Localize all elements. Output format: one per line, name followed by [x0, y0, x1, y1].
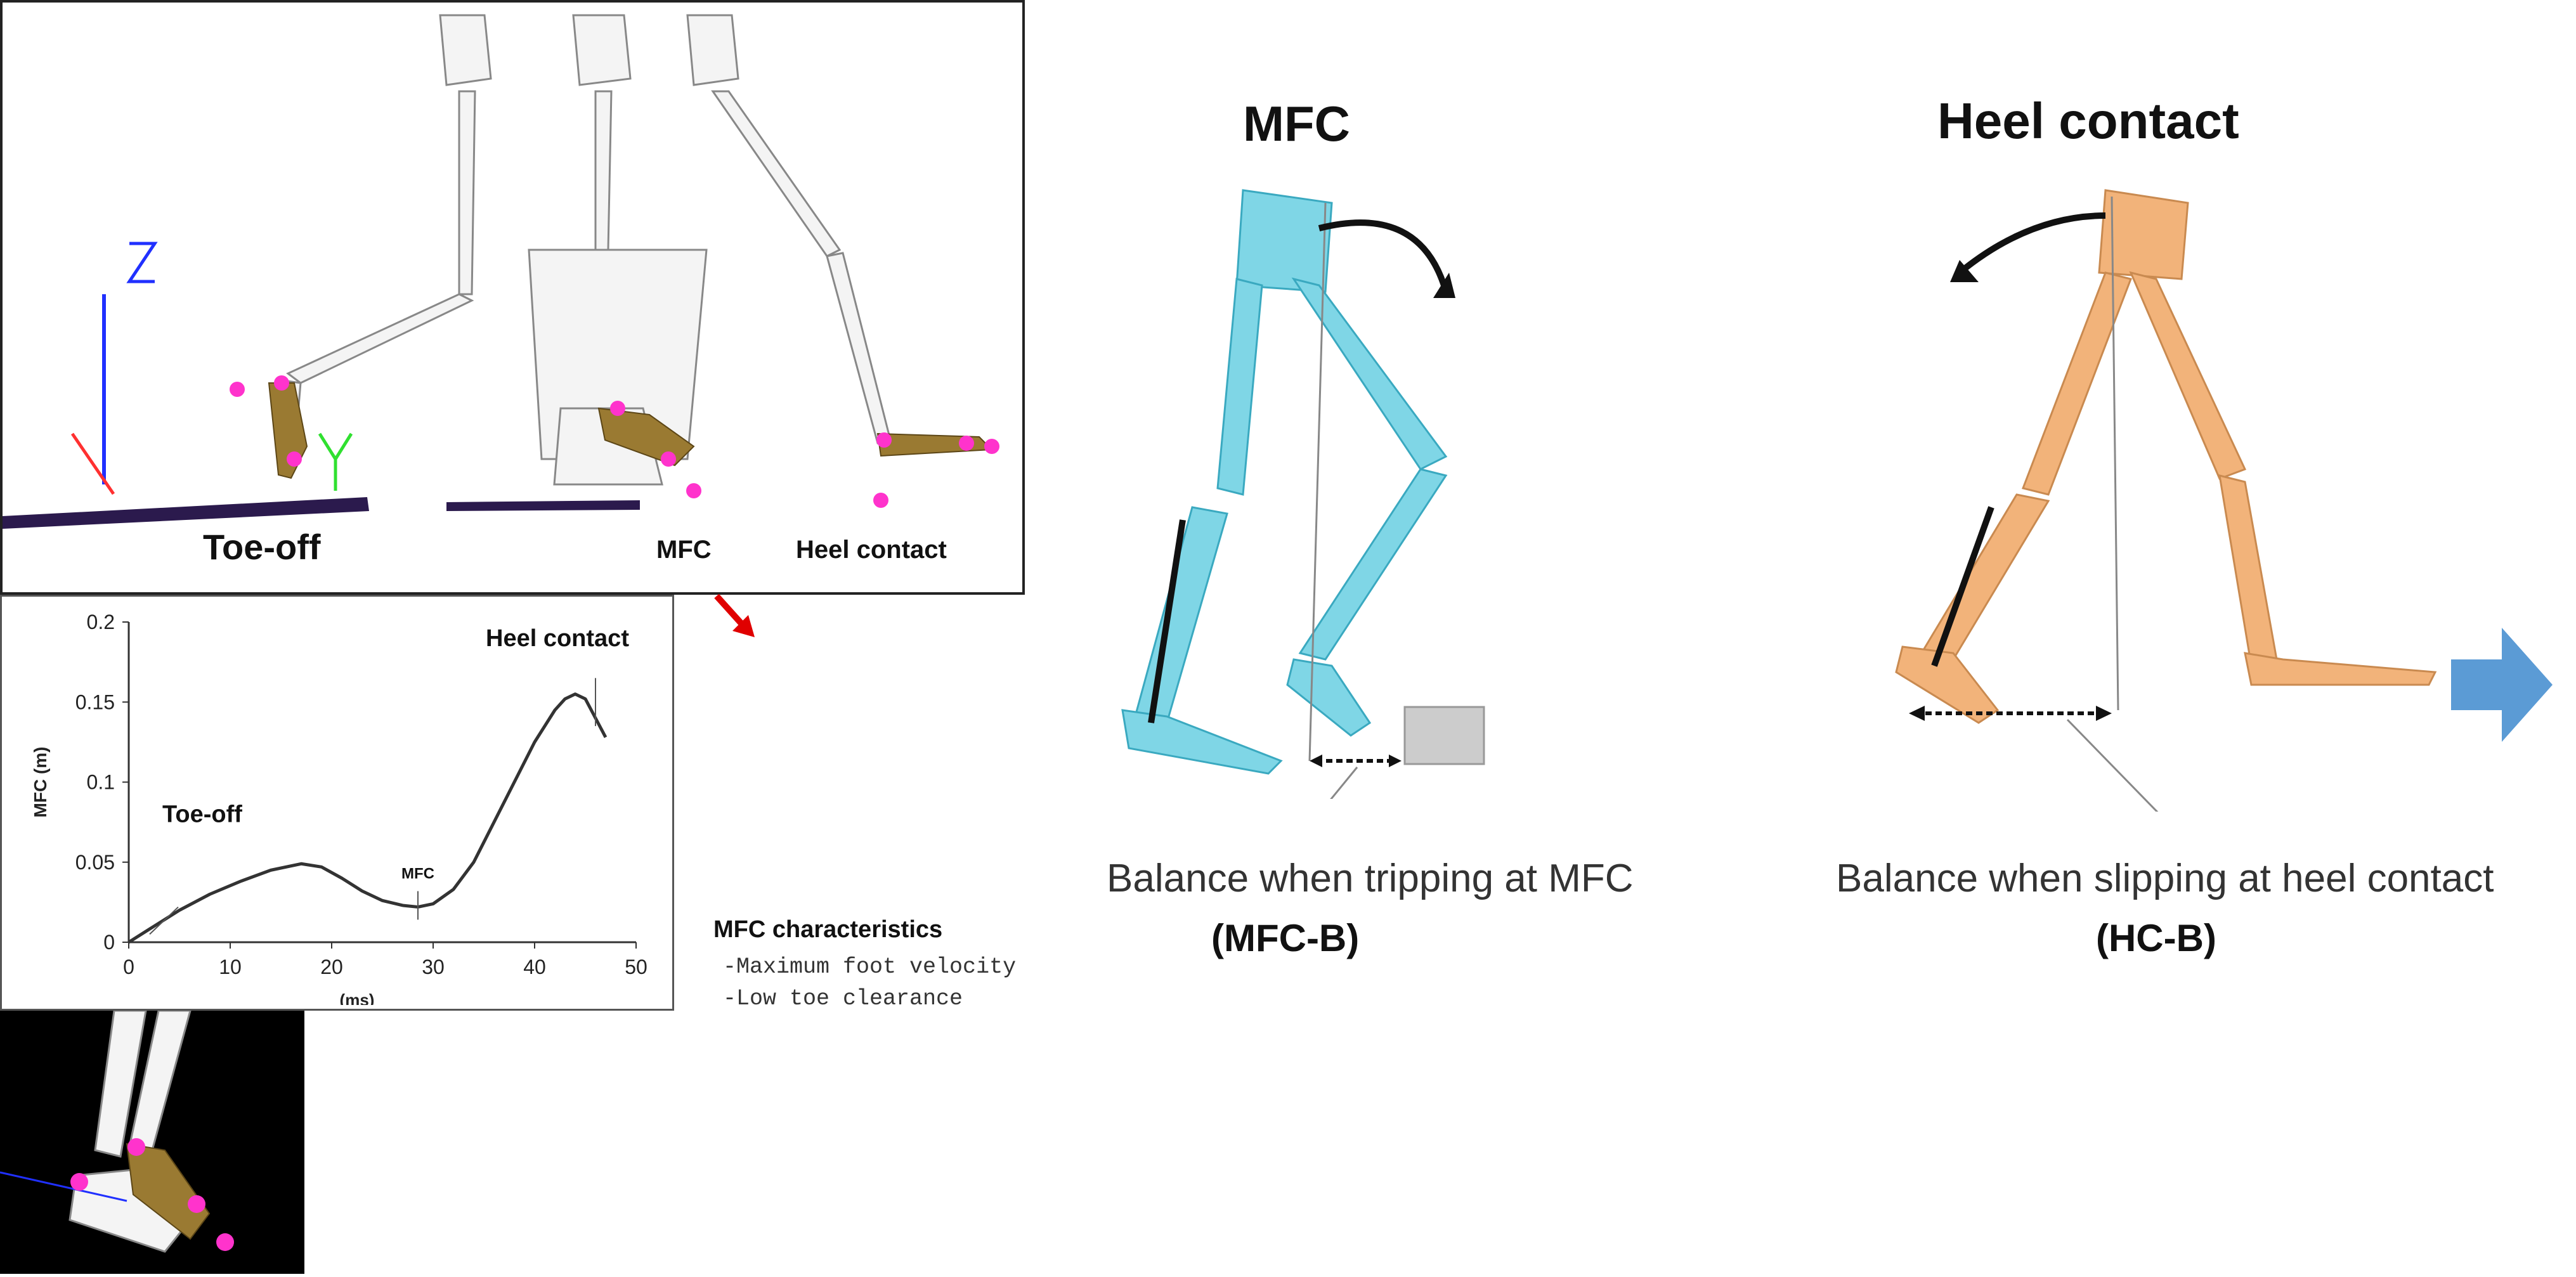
ground-plate-left	[3, 497, 369, 529]
y-tick-label: 0.15	[75, 690, 115, 713]
toe-off-leader	[149, 906, 179, 935]
hc-orange-skeleton	[1895, 189, 2553, 812]
y-axis-label: MFC (m)	[30, 747, 50, 818]
foot-bones-mfc	[597, 407, 695, 467]
mfc-foot-closeup	[0, 1009, 304, 1274]
y-tick-label: 0.1	[87, 771, 115, 794]
chart-axes	[127, 622, 636, 943]
mfc-cyan-skeleton	[1121, 189, 1485, 799]
mfc-characteristic-2: -Low toe clearance	[723, 986, 963, 1011]
coordinate-axes-gizmo	[70, 242, 353, 495]
toe-off-label: Toe-off	[203, 527, 321, 567]
y-tick-label: 0.2	[87, 611, 115, 633]
x-tick-label: 40	[523, 956, 546, 978]
skeleton-heel-contact	[686, 14, 892, 444]
mfc-trajectory-chart: 0 10 20 30 40 50 0 0.05 0.1 0.15 0.2 (ms) MFC (m) To…	[30, 611, 647, 1009]
mfc-balance-code: (MFC-B)	[1211, 917, 1360, 959]
marker-dots	[230, 375, 999, 508]
foot-bones-heel-contact	[876, 432, 994, 457]
hc-balance-caption: Balance when slipping at heel contact	[1836, 857, 2494, 900]
foot-closeup-illustration	[0, 1009, 234, 1253]
y-tick-label: 0.05	[75, 851, 115, 874]
direction-arrow-right	[2451, 628, 2553, 742]
mfc-chart-panel: 0 10 20 30 40 50 0 0.05 0.1 0.15 0.2 (ms) MFC (m) To…	[0, 595, 674, 1011]
mfc-balance-heading: MFC	[1243, 96, 1350, 152]
hc-balance-code: (HC-B)	[2096, 917, 2216, 959]
foot-bones-toe-off	[268, 382, 308, 479]
heel-contact-label: Heel contact	[796, 536, 947, 564]
x-tick-label: 0	[123, 956, 134, 978]
chart-ticks: 0 10 20 30 40 50 0 0.05 0.1 0.15 0.2 (ms) MFC (m)	[30, 611, 647, 1009]
mfc-label: MFC	[656, 536, 712, 564]
heel-contact-annotation: Heel contact	[486, 625, 629, 652]
mfc-characteristic-1: -Maximum foot velocity	[723, 954, 1017, 980]
mfc-annotation: MFC	[401, 865, 434, 882]
mfc-balance-caption: Balance when tripping at MFC	[1107, 857, 1634, 900]
gait-skeleton-illustration	[3, 14, 999, 529]
x-axis-label: (ms)	[340, 990, 375, 1005]
skeleton-toe-off	[274, 14, 492, 422]
x-tick-label: 10	[219, 956, 242, 978]
ground-plate-mid	[446, 500, 640, 511]
x-tick-label: 50	[625, 956, 647, 978]
red-arrow-to-closeup	[714, 593, 755, 637]
mfc-characteristics-title: MFC characteristics	[713, 916, 943, 943]
toe-off-annotation: Toe-off	[162, 801, 242, 828]
gait-skeleton-panel: Toe-off MFC Heel contact	[0, 0, 1025, 595]
x-tick-label: 30	[422, 956, 445, 978]
hc-balance-heading: Heel contact	[1937, 93, 2239, 149]
y-tick-label: 0	[103, 931, 115, 954]
x-tick-label: 20	[320, 956, 343, 978]
